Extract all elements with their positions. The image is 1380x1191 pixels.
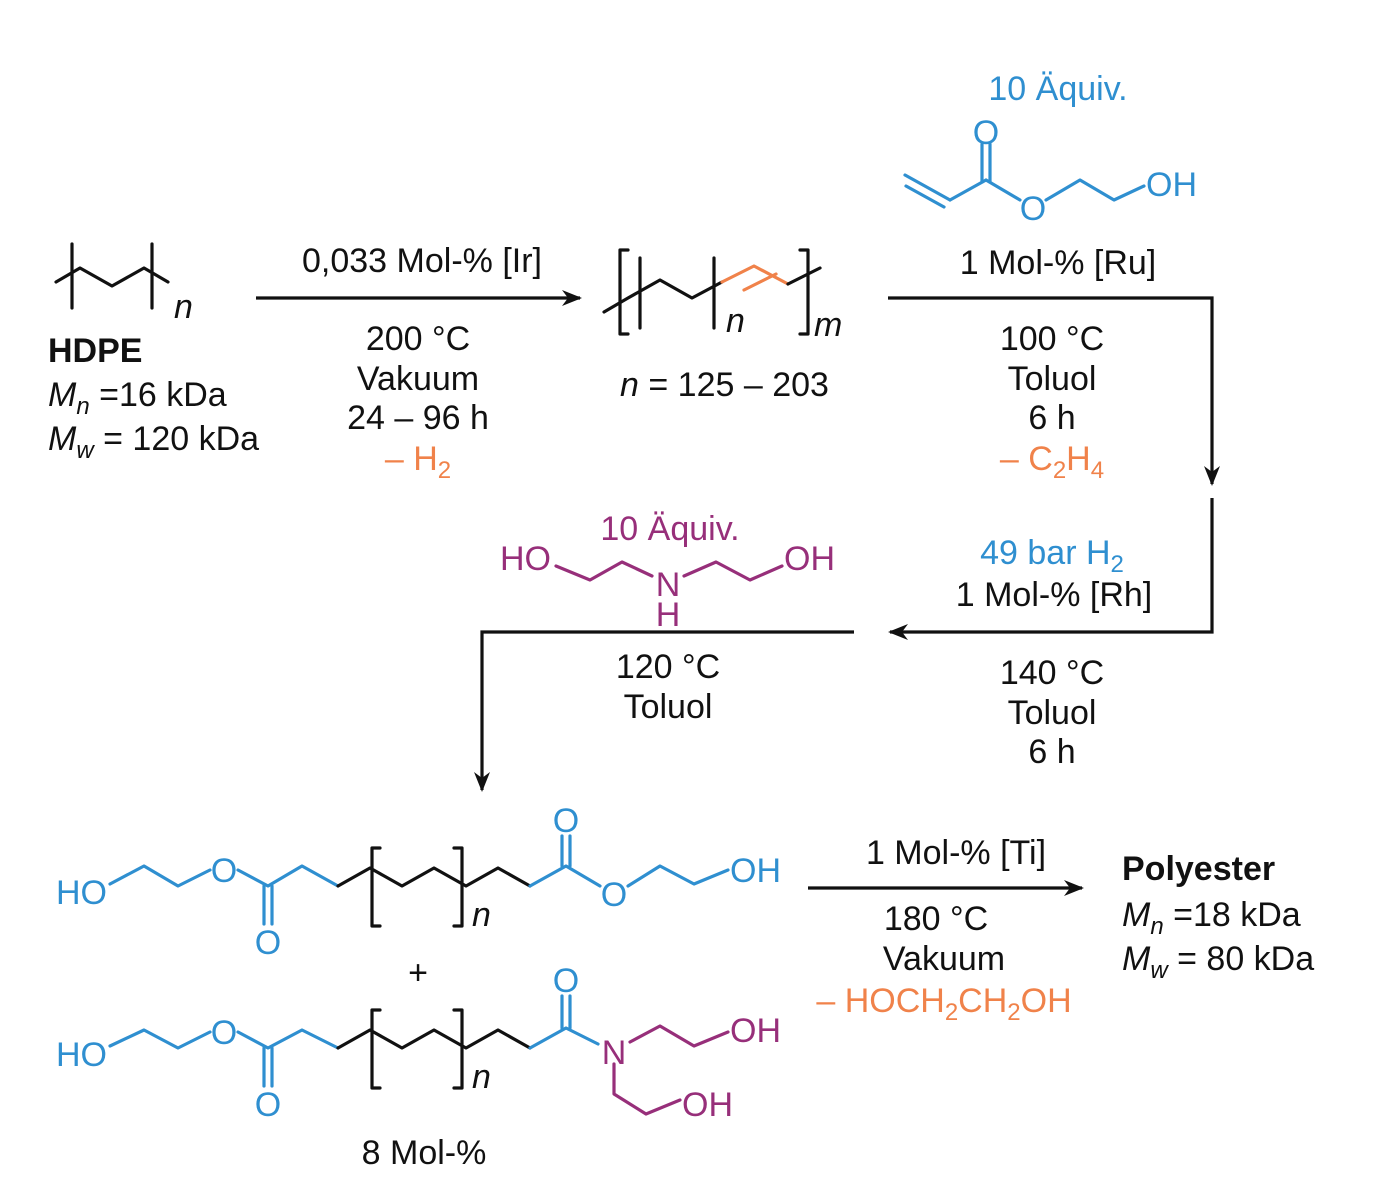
- hdpe-mn: Mn =16 kDa: [48, 376, 227, 420]
- acrylate-carbonyl-oxygen: O: [973, 114, 999, 152]
- hdpe-label: HDPE: [48, 332, 142, 370]
- ester-amide-fraction: 8 Mol-%: [362, 1134, 487, 1172]
- hdpe-subscript-n: n: [174, 288, 193, 326]
- unsaturated-polyethylene-structure: n m: [602, 248, 842, 344]
- diester-subscript-n: n: [472, 896, 491, 934]
- diester-ester-oxygen-left: O: [211, 852, 237, 890]
- diester-product-structure: HO O O O O OH n: [56, 802, 781, 962]
- step4-temperature: 120 °C: [616, 648, 720, 686]
- step3-time: 6 h: [1028, 733, 1075, 771]
- diester-ester-oxygen-right: O: [601, 876, 627, 914]
- polyester-mn: Mn =18 kDa: [1122, 896, 1301, 940]
- diester-carbonyl-oxygen-left: O: [255, 924, 281, 962]
- intermediate-subscript-m: m: [814, 306, 842, 344]
- step1-byproduct: – H2: [385, 440, 451, 484]
- arrow-cross-metathesis: [888, 296, 1220, 486]
- ester-amide-ester-oxygen: O: [211, 1014, 237, 1052]
- plus-sign: +: [408, 954, 428, 992]
- diester-ho: HO: [56, 874, 107, 912]
- diethanolamine-structure: HO N H OH: [500, 540, 835, 634]
- acrylate-ester-oxygen: O: [1020, 190, 1046, 228]
- step2-temperature: 100 °C: [1000, 320, 1104, 358]
- step1-time: 24 – 96 h: [347, 399, 489, 437]
- hydroxyethyl-acrylate-structure: O O OH: [903, 114, 1197, 228]
- ester-amide-ho: HO: [56, 1036, 107, 1074]
- intermediate-chain-length: n = 125 – 203: [620, 366, 829, 404]
- ester-amide-carbonyl-oxygen-right: O: [553, 962, 579, 1000]
- polyester-mw: Mw = 80 kDa: [1122, 940, 1314, 984]
- diethanolamine-oh-right: OH: [784, 540, 835, 578]
- step1-vacuum: Vakuum: [357, 360, 479, 398]
- arrow-transesterification: [474, 630, 854, 792]
- step2-byproduct: – C2H4: [1000, 440, 1104, 484]
- ester-amide-subscript-n: n: [472, 1058, 491, 1096]
- ester-amide-carbonyl-oxygen-left: O: [255, 1086, 281, 1124]
- ester-amide-oh-upper: OH: [730, 1012, 781, 1050]
- step3-temperature: 140 °C: [1000, 654, 1104, 692]
- step2-catalyst: 1 Mol-% [Ru]: [960, 244, 1157, 282]
- step5-catalyst: 1 Mol-% [Ti]: [866, 834, 1046, 872]
- acrylate-hydroxyl: OH: [1146, 166, 1197, 204]
- ester-amide-oh-lower: OH: [682, 1086, 733, 1124]
- diester-carbonyl-oxygen-right: O: [553, 802, 579, 840]
- step3-hydrogen: 49 bar H2: [980, 534, 1124, 578]
- arrow-hydrogenation: [888, 498, 1214, 640]
- step3-catalyst: 1 Mol-% [Rh]: [956, 576, 1153, 614]
- step2-solvent: Toluol: [1008, 360, 1097, 398]
- hdpe-structure: n: [54, 242, 193, 326]
- step4-equivalents: 10 Äquiv.: [600, 510, 739, 548]
- step1-temperature: 200 °C: [366, 320, 470, 358]
- step2-time: 6 h: [1028, 399, 1075, 437]
- step3-solvent: Toluol: [1008, 694, 1097, 732]
- step5-vacuum: Vakuum: [883, 940, 1005, 978]
- step5-temperature: 180 °C: [884, 900, 988, 938]
- step1-catalyst: 0,033 Mol-% [Ir]: [302, 242, 542, 280]
- ester-amide-product-structure: HO O O O N OH OH n: [56, 962, 781, 1124]
- polyester-label: Polyester: [1122, 850, 1275, 888]
- diethanolamine-ho-left: HO: [500, 540, 551, 578]
- diester-oh: OH: [730, 852, 781, 890]
- diethanolamine-nitrogen: N: [656, 566, 681, 604]
- step5-byproduct: – HOCH2CH2OH: [816, 982, 1071, 1026]
- step4-solvent: Toluol: [624, 688, 713, 726]
- hdpe-mw: Mw = 120 kDa: [48, 420, 259, 464]
- step2-equivalents: 10 Äquiv.: [988, 70, 1127, 108]
- diethanolamine-nh-hydrogen: H: [656, 596, 681, 634]
- ester-amide-nitrogen: N: [602, 1034, 627, 1072]
- intermediate-subscript-n: n: [726, 302, 745, 340]
